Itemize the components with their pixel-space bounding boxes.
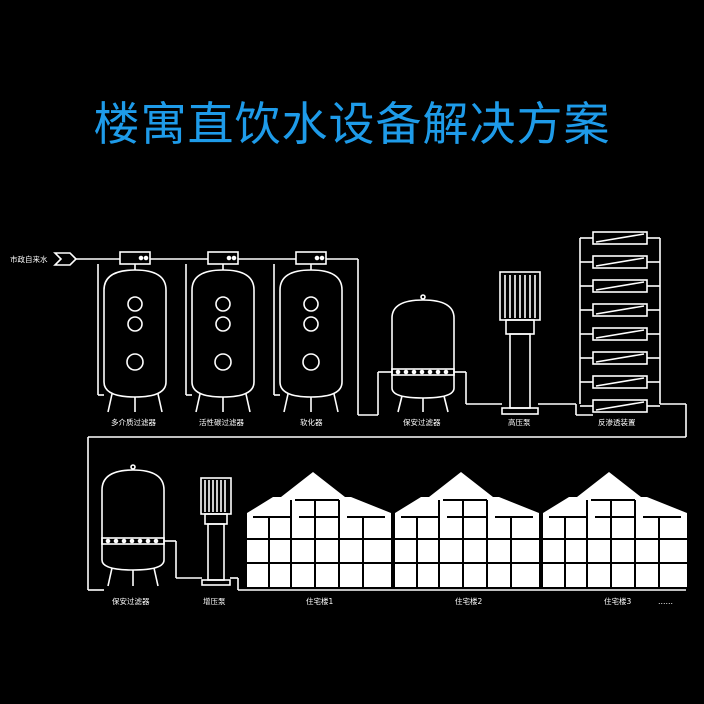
softener-tank — [279, 264, 343, 413]
ro-membrane-diagonal — [595, 281, 645, 291]
building-3-label: 住宅楼3 — [604, 596, 631, 606]
activated-carbon-filter-label: 活性碳过滤器 — [199, 417, 244, 427]
building-2-label: 住宅楼2 — [455, 596, 482, 606]
security-filter-1-label: 保安过滤器 — [403, 417, 441, 427]
ro-membrane-diagonal — [595, 353, 645, 363]
high-pressure-pump-label: 高压泵 — [508, 417, 531, 427]
residential-building-1 — [247, 472, 391, 587]
ro-membrane-diagonal — [595, 305, 645, 315]
security-filter-1-tank — [391, 294, 502, 413]
booster-pump — [200, 477, 686, 591]
ro-unit — [87, 231, 687, 591]
source-inlet-arrow — [53, 252, 120, 266]
high-pressure-pump — [499, 271, 593, 416]
softener-label: 软化器 — [300, 417, 323, 427]
page-title: 楼寓直饮水设备解决方案 — [93, 97, 611, 151]
booster-pump-label: 增压泵 — [203, 596, 226, 606]
source-label: 市政自来水 — [10, 254, 48, 264]
multi-media-filter-tank — [103, 264, 167, 413]
ro-membrane-diagonal — [595, 377, 645, 387]
ro-membrane-diagonal — [595, 401, 645, 411]
multi-media-filter-label: 多介质过滤器 — [111, 417, 156, 427]
main-pipe-top — [97, 251, 392, 416]
security-filter-2-label: 保安过滤器 — [112, 596, 150, 606]
residential-building-2 — [395, 472, 539, 587]
ro-membrane-diagonal — [595, 257, 645, 267]
ro-membrane-diagonal — [595, 329, 645, 339]
residential-building-3 — [543, 472, 687, 587]
ro-unit-label: 反渗透装置 — [598, 417, 636, 427]
activated-carbon-filter-tank — [191, 264, 255, 413]
ellipsis-label: …… — [658, 597, 673, 606]
ro-membrane-diagonal — [595, 233, 645, 243]
building-1-label: 住宅楼1 — [306, 596, 333, 606]
security-filter-2-tank — [101, 464, 202, 587]
